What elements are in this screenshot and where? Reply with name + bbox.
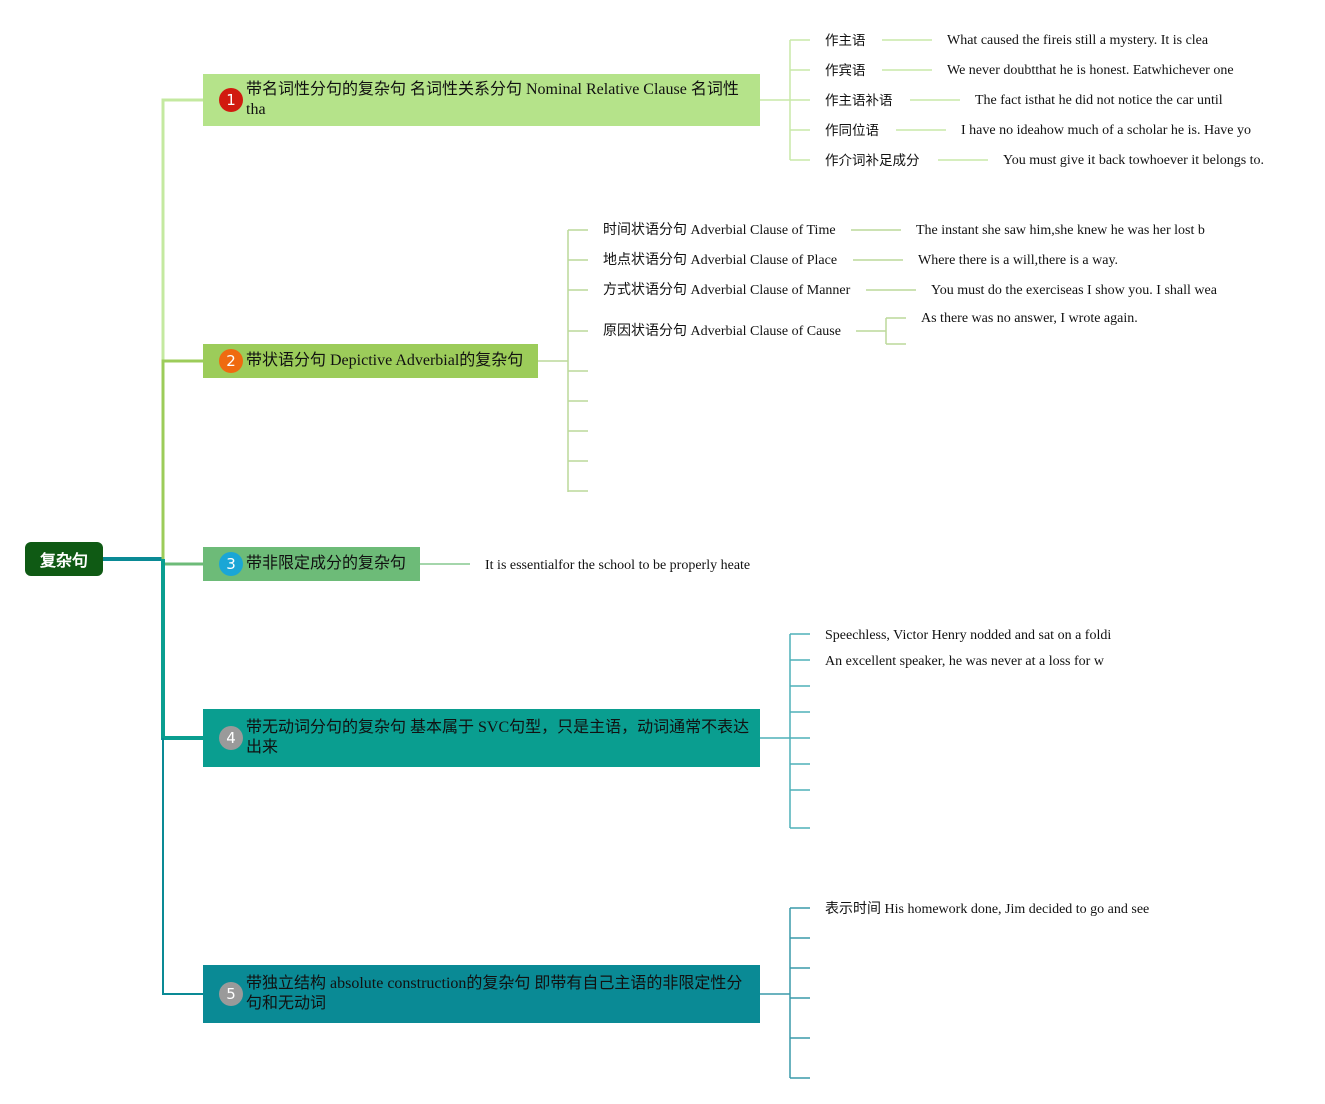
leaf-label[interactable]: 方式状语分句 Adverbial Clause of Manner (603, 283, 851, 298)
branch-node-1[interactable]: 1 带名词性分句的复杂句 名词性关系分句 Nominal Relative Cl… (203, 74, 760, 126)
root-node[interactable]: 复杂句 (25, 542, 103, 576)
number-badge-4: 4 (219, 726, 243, 750)
leaf-label[interactable]: 作主语 (825, 33, 866, 49)
number-badge-3: 3 (219, 552, 243, 576)
leaf-example[interactable]: You must do the exerciseas I show you. I… (931, 283, 1217, 298)
leaf-label[interactable]: 地点状语分句 Adverbial Clause of Place (603, 253, 838, 268)
branch-label-1: 带名词性分句的复杂句 名词性关系分句 Nominal Relative Clau… (246, 81, 739, 118)
trunk-connectors (103, 98, 203, 995)
trunk-to-branch-2 (161, 359, 203, 559)
trunk-to-branch-5 (162, 738, 203, 995)
branch-node-2[interactable]: 2 带状语分句 Depictive Adverbial的复杂句 (203, 344, 538, 378)
number-badge-5: 5 (219, 982, 243, 1006)
branch-label-2: 带状语分句 Depictive Adverbial的复杂句 (246, 352, 524, 369)
leaf-example[interactable]: An excellent speaker, he was never at a … (825, 654, 1104, 669)
leaf-example[interactable]: It is essentialfor the school to be prop… (485, 558, 751, 573)
number-badge-2: 2 (219, 349, 243, 373)
leaf-example[interactable]: What caused the fireis still a mystery. … (947, 33, 1209, 48)
leaf-example[interactable]: As there was no answer, I wrote again. (921, 311, 1138, 326)
branch-1-connectors (760, 39, 988, 161)
trunk-to-branch-4 (161, 559, 203, 740)
leaf-label[interactable]: 作主语补语 (825, 93, 893, 109)
trunk-to-branch-3 (161, 559, 203, 566)
root-label: 复杂句 (39, 551, 88, 570)
branch-4-connectors (760, 633, 810, 829)
leaf-label[interactable]: 作宾语 (825, 63, 866, 79)
leaf-example[interactable]: The fact isthat he did not notice the ca… (975, 93, 1223, 108)
leaf-example[interactable]: We never doubtthat he is honest. Eatwhic… (947, 63, 1234, 78)
leaf-label[interactable]: 作同位语 (825, 123, 879, 139)
branch-node-3[interactable]: 3 带非限定成分的复杂句 (203, 547, 420, 581)
branch-2-connectors (538, 229, 916, 492)
branch-label-3: 带非限定成分的复杂句 (246, 555, 407, 572)
branch-node-4[interactable]: 4 带无动词分句的复杂句 基本属于 SVC句型，只是主语，动词通常不表达出来 (203, 709, 760, 767)
leaf-label[interactable]: 原因状语分句 Adverbial Clause of Cause (603, 324, 841, 339)
branch-node-5[interactable]: 5 带独立结构 absolute construction的复杂句 即带有自己主… (203, 965, 760, 1023)
leaf-label[interactable]: 作介词补足成分 (825, 153, 920, 169)
branch-label-5: 带独立结构 absolute construction的复杂句 即带有自己主语的… (246, 975, 743, 1012)
leaf-example[interactable]: 表示时间 His homework done, Jim decided to g… (825, 902, 1150, 917)
leaf-example[interactable]: Where there is a will,there is a way. (918, 253, 1119, 268)
leaf-label[interactable]: 时间状语分句 Adverbial Clause of Time (603, 223, 836, 238)
number-badge-1: 1 (219, 88, 243, 112)
branch-label-4: 带无动词分句的复杂句 基本属于 SVC句型，只是主语，动词通常不表达出来 (246, 719, 750, 756)
branch-5-connectors (760, 907, 810, 1079)
leaf-example[interactable]: Speechless, Victor Henry nodded and sat … (825, 628, 1112, 643)
leaf-example[interactable]: The instant she saw him,she knew he was … (916, 223, 1205, 238)
leaf-example[interactable]: I have no ideahow much of a scholar he i… (961, 123, 1252, 138)
trunk-to-branch-1 (161, 98, 203, 559)
leaf-example[interactable]: You must give it back towhoever it belon… (1003, 153, 1265, 168)
